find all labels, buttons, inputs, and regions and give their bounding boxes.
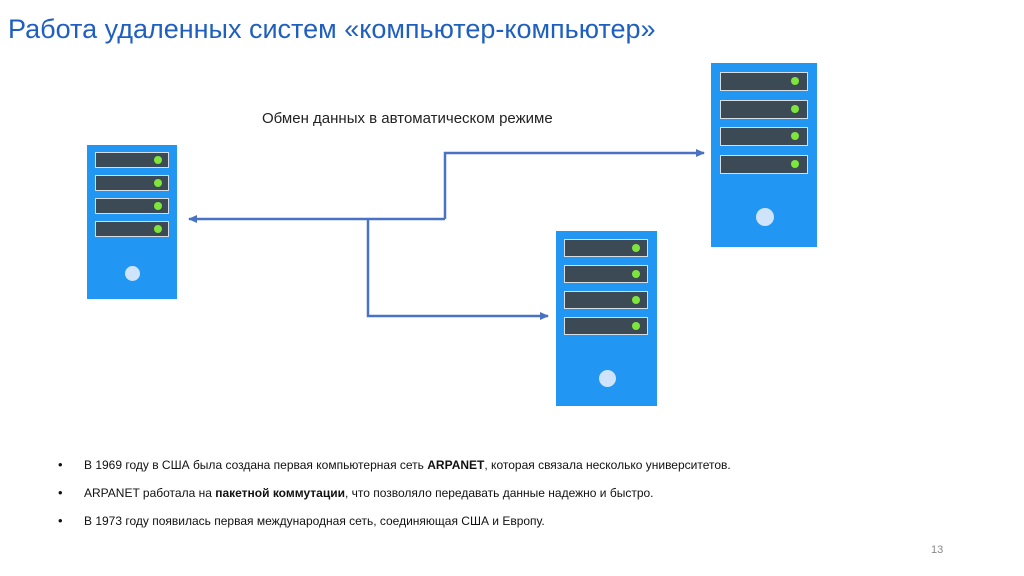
power-button-icon bbox=[125, 266, 140, 281]
drive-slot bbox=[95, 152, 169, 168]
server-bottom bbox=[556, 231, 657, 406]
status-led-icon bbox=[154, 179, 162, 187]
connector-top-right-arrow bbox=[443, 149, 705, 219]
drive-slot bbox=[564, 265, 648, 283]
bullet-text: В 1969 году в США была создана первая ко… bbox=[84, 458, 428, 472]
drive-slot bbox=[720, 100, 808, 119]
bullet-text: , которая связала несколько университето… bbox=[484, 458, 731, 472]
status-led-icon bbox=[632, 322, 640, 330]
status-led-icon bbox=[154, 202, 162, 210]
status-led-icon bbox=[791, 105, 799, 113]
slide-title: Работа удаленных систем «компьютер-компь… bbox=[8, 14, 656, 44]
status-led-icon bbox=[632, 244, 640, 252]
status-led-icon bbox=[154, 156, 162, 164]
bullet-text: , что позволяло передавать данные надежн… bbox=[344, 486, 654, 500]
bullet-text: ARPANET работала на bbox=[84, 486, 216, 500]
bullet-text: В 1973 году появилась первая международн… bbox=[84, 514, 545, 528]
page-number: 13 bbox=[931, 544, 944, 556]
drive-slot bbox=[95, 221, 169, 237]
drive-slot bbox=[720, 155, 808, 174]
drive-slot bbox=[564, 291, 648, 309]
server-left bbox=[87, 145, 177, 299]
status-led-icon bbox=[791, 160, 799, 168]
bullet-item: В 1969 году в США была создана первая ко… bbox=[58, 455, 731, 483]
bullet-item: В 1973 году появилась первая международн… bbox=[58, 511, 731, 539]
drive-slot bbox=[720, 72, 808, 91]
drive-slot bbox=[95, 175, 169, 191]
power-button-icon bbox=[599, 370, 616, 387]
drive-slot bbox=[564, 239, 648, 257]
status-led-icon bbox=[791, 77, 799, 85]
bullet-bold-term: ARPANET bbox=[427, 458, 485, 472]
connector-bottom-arrow bbox=[366, 219, 549, 320]
drive-slot bbox=[564, 317, 648, 335]
status-led-icon bbox=[632, 296, 640, 304]
bullet-bold-term: пакетной коммутации bbox=[215, 486, 345, 500]
drive-slot bbox=[95, 198, 169, 214]
bullet-list: В 1969 году в США была создана первая ко… bbox=[58, 455, 731, 539]
power-button-icon bbox=[756, 208, 774, 226]
status-led-icon bbox=[632, 270, 640, 278]
drive-slot bbox=[720, 127, 808, 146]
status-led-icon bbox=[791, 132, 799, 140]
server-top-right bbox=[711, 63, 817, 247]
bullet-item: ARPANET работала на пакетной коммутации,… bbox=[58, 483, 731, 511]
status-led-icon bbox=[154, 225, 162, 233]
diagram-caption: Обмен данных в автоматическом режиме bbox=[262, 110, 553, 127]
